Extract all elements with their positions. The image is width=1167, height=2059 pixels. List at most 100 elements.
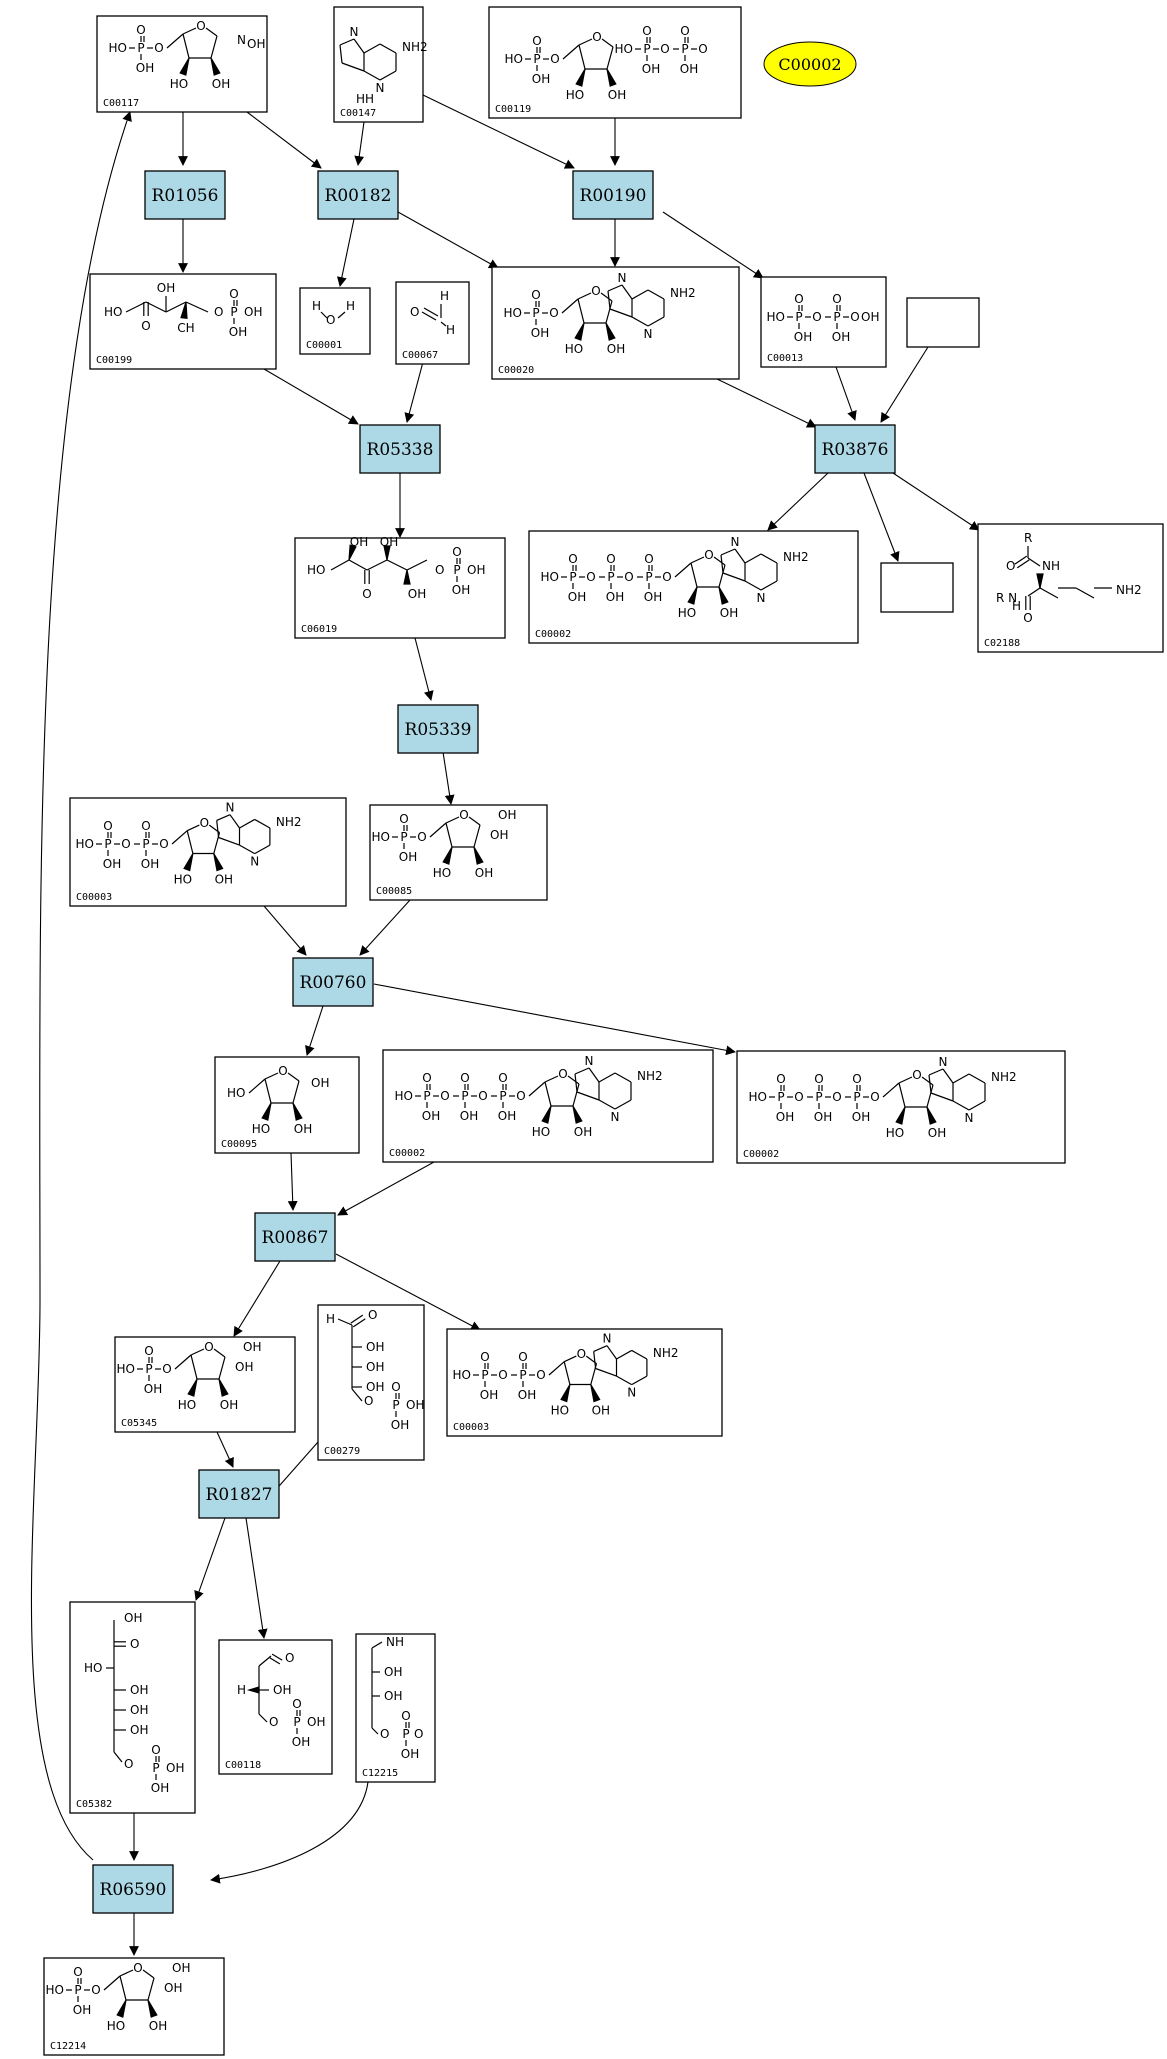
- atom-label: O: [518, 1350, 527, 1364]
- atom-label: P: [569, 570, 576, 584]
- atom-label: P: [104, 837, 111, 851]
- compound-label: C00001: [306, 340, 342, 351]
- reaction-node[interactable]: R01827: [198, 1469, 280, 1519]
- atom-label: H: [1012, 599, 1021, 613]
- atom-label: OH: [130, 1683, 148, 1697]
- reaction-node[interactable]: R00190: [572, 170, 654, 220]
- atom-label: O: [1006, 559, 1015, 573]
- atom-label: HO: [551, 1404, 569, 1418]
- compound-label: C00020: [498, 365, 534, 376]
- compound-node[interactable]: HOH C00067: [395, 281, 470, 365]
- atom-label: O: [124, 1757, 133, 1771]
- reaction-node[interactable]: R00182: [317, 170, 399, 220]
- atom-label: N: [226, 801, 235, 815]
- reaction-node[interactable]: R05339: [397, 704, 479, 754]
- atom-label: OH: [720, 606, 738, 620]
- reaction-node[interactable]: R05338: [359, 424, 441, 474]
- atom-label: O: [422, 1071, 431, 1085]
- atom-label: O: [832, 1090, 841, 1104]
- reaction-node[interactable]: R06590: [92, 1864, 174, 1914]
- reaction-node[interactable]: R01056: [144, 170, 226, 220]
- compound-label: C00002: [743, 1149, 779, 1160]
- atom-label: O: [624, 570, 633, 584]
- atom-label: O: [536, 1368, 545, 1382]
- atom-label: OH: [130, 1703, 148, 1717]
- atom-label: H: [326, 1312, 335, 1326]
- atom-label: OH: [832, 330, 850, 344]
- atom-label: HO: [117, 1362, 135, 1376]
- compound-label: C00147: [340, 108, 376, 119]
- atom-label: HO: [372, 830, 390, 844]
- compound-label: C00067: [402, 350, 438, 361]
- reaction-label: R00182: [325, 186, 392, 206]
- atom-label: OH: [391, 1418, 409, 1432]
- atom-label: O: [326, 313, 335, 327]
- atom-label: O: [532, 34, 541, 48]
- atom-label: HO: [170, 77, 188, 91]
- highlight-node[interactable]: C00002: [763, 41, 857, 87]
- atom-label: P: [833, 310, 840, 324]
- compound-label: C12214: [50, 2041, 86, 2052]
- reaction-node[interactable]: R03876: [814, 424, 896, 474]
- atom-label: N: [627, 1386, 636, 1400]
- compound-box: [69, 797, 347, 907]
- atom-label: NH2: [402, 40, 428, 54]
- atom-label: HO: [453, 1368, 471, 1382]
- reaction-box: [317, 170, 399, 220]
- reaction-node[interactable]: R00760: [292, 957, 374, 1007]
- reaction-box: [292, 957, 374, 1007]
- compound-node[interactable]: [906, 297, 980, 348]
- atom-label: OH: [467, 563, 485, 577]
- reaction-edge: [354, 121, 365, 166]
- reaction-label: R01056: [152, 186, 219, 206]
- atom-label: O: [850, 310, 859, 324]
- atom-label: OH: [460, 1109, 478, 1123]
- compound-box: [528, 530, 859, 644]
- compound-label: C00013: [767, 353, 803, 364]
- reaction-label: R00190: [580, 186, 647, 206]
- compound-node[interactable]: [880, 562, 954, 613]
- atom-label: O: [568, 552, 577, 566]
- reaction-box: [359, 424, 441, 474]
- atom-label: OH: [366, 1380, 384, 1394]
- atom-label: O: [592, 30, 601, 44]
- atom-label: H: [312, 299, 321, 313]
- compound-label: C00279: [324, 1446, 360, 1457]
- atom-label: HO: [178, 1398, 196, 1412]
- structure-drawing: HOH: [410, 289, 455, 337]
- atom-label: HO: [566, 88, 584, 102]
- atom-label: N: [376, 81, 385, 95]
- compound-label: C00003: [453, 1422, 489, 1433]
- compound-box: [214, 1056, 360, 1154]
- reaction-node[interactable]: R00867: [254, 1212, 336, 1262]
- atom-label: O: [141, 819, 150, 833]
